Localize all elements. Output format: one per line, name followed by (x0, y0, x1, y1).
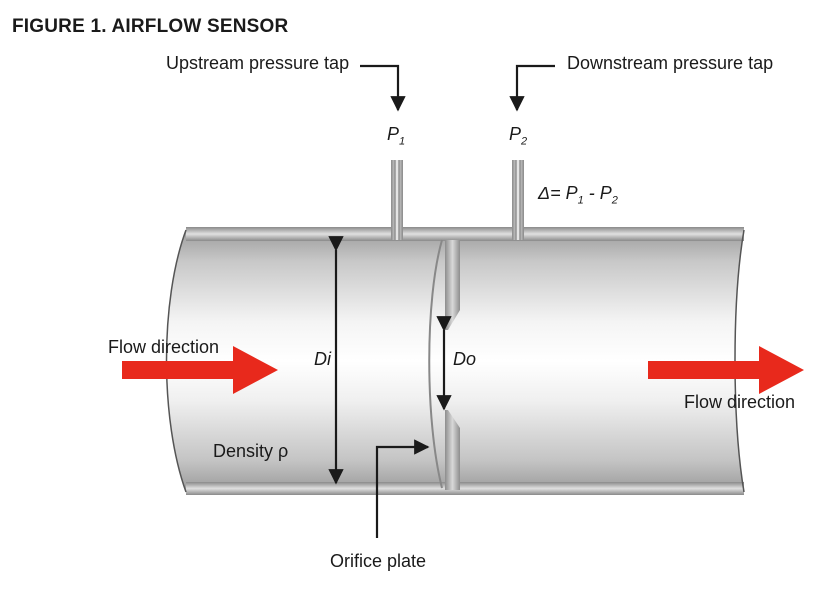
flow-arrow-out (648, 346, 804, 394)
flow-arrow-in (122, 346, 278, 394)
upstream-tap-pipe (391, 160, 403, 240)
downstream-tap-arrow (509, 64, 555, 112)
pipe-right-end (734, 229, 745, 493)
density-label: Density ρ (213, 441, 289, 461)
figure-title: FIGURE 1. AIRFLOW SENSOR (12, 16, 289, 37)
inner-diameter-label: Di (314, 349, 331, 369)
pipe-top-wall (186, 227, 744, 241)
pipe-body (166, 230, 744, 492)
orifice-plate-face (428, 239, 443, 489)
orifice-plate-leader (375, 439, 430, 538)
flow-direction-in-label: Flow direction (108, 337, 220, 357)
p1-label: P1 (387, 124, 406, 148)
orifice-plate-lower (445, 410, 460, 490)
upstream-tap-arrow (360, 64, 406, 112)
downstream-tap-pipe (512, 160, 524, 240)
pipe-left-end (165, 229, 187, 493)
upstream-tap-label: Upstream pressure tap (166, 53, 350, 73)
pressure-difference-label: Δ= P1 - P2 (538, 183, 618, 207)
flow-direction-out-label: Flow direction (684, 392, 796, 412)
orifice-diameter-label: Do (453, 349, 477, 369)
pipe-bottom-wall (186, 482, 744, 495)
p2-label: P2 (509, 124, 528, 148)
downstream-tap-label: Downstream pressure tap (567, 53, 774, 73)
orifice-plate-label: Orifice plate (330, 551, 427, 571)
orifice-plate-upper (445, 240, 460, 330)
